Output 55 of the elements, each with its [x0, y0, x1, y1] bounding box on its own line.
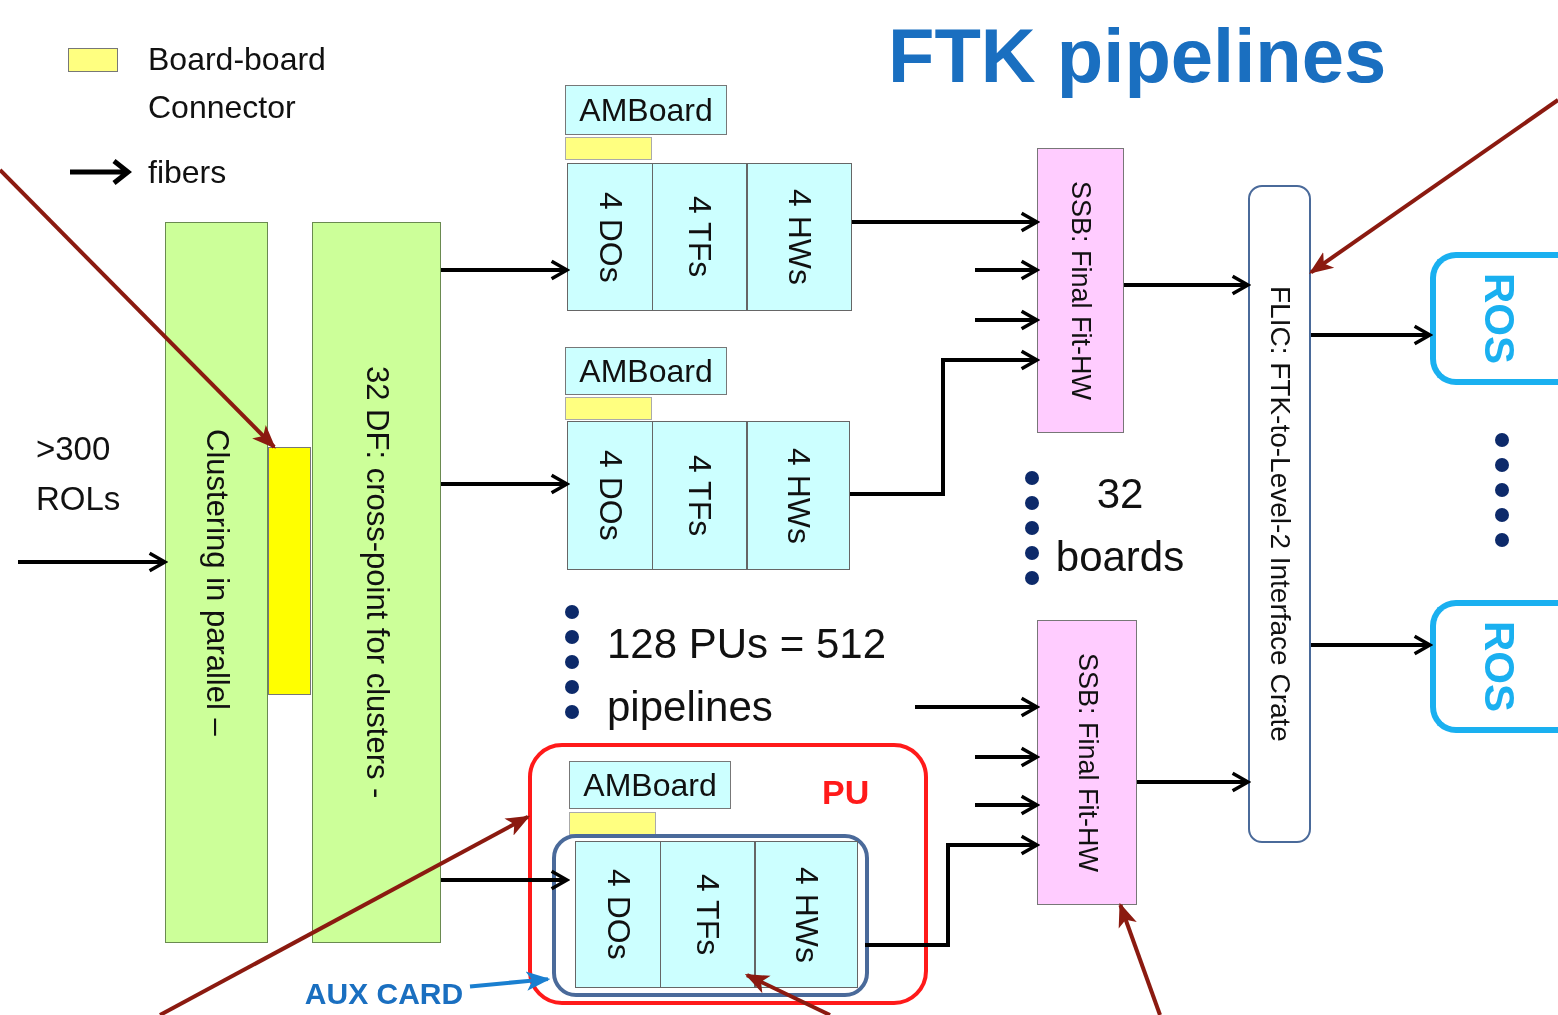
ros-box: ROS — [1430, 252, 1558, 385]
arrow — [441, 473, 569, 495]
module-cell: 4 TFs — [660, 841, 755, 988]
module-cell: 4 TFs — [652, 421, 747, 570]
board-label-box: AMBoard — [569, 761, 731, 809]
arrow — [865, 834, 1039, 947]
leader-arrow — [0, 168, 276, 449]
arrow — [441, 869, 569, 891]
module-cell: 4 TFs — [652, 163, 747, 311]
module-cell: 4 HWs — [755, 841, 858, 988]
module-cell: 4 DOs — [567, 163, 653, 311]
arrow — [1137, 771, 1250, 793]
callout-text: AUX CARD — [298, 975, 470, 1013]
ros-box: ROS — [1430, 600, 1558, 733]
arrow — [915, 696, 1039, 718]
legend-text: fibers — [148, 153, 228, 192]
aux-card-frame — [552, 834, 869, 997]
arrow — [441, 259, 569, 281]
arrow — [975, 746, 1039, 768]
arrow — [975, 259, 1039, 281]
connector-bar — [569, 812, 656, 835]
module-cell: 4 HWs — [747, 163, 852, 311]
processing-board: Clustering in parallel – — [165, 222, 268, 943]
annotation-text: 128 PUs = 512 pipelines — [607, 619, 888, 732]
ssb-board: SSB: Final Fit-HW — [1037, 148, 1124, 433]
connector-bar — [565, 137, 652, 160]
legend-text: Board-board Connector — [148, 40, 327, 127]
module-cell: 4 HWs — [747, 421, 850, 570]
annotation-text: >300 ROLs — [36, 429, 122, 519]
connector-bar — [268, 447, 311, 695]
ssb-board: SSB: Final Fit-HW — [1037, 620, 1137, 905]
arrow — [852, 211, 1039, 233]
module-cell: 4 DOs — [575, 841, 661, 988]
leader-arrow — [1118, 902, 1162, 1015]
frame-label: PU — [822, 773, 870, 812]
annotation-text: 32 boards — [1054, 469, 1186, 582]
processing-board: 32 DF: cross-point for clusters - — [312, 222, 441, 943]
crate-box: FLIC: FTK-to-Level-2 Interface Crate — [1248, 185, 1311, 843]
leader-arrow — [744, 973, 831, 1015]
arrow — [975, 794, 1039, 816]
leader-arrow — [1309, 98, 1558, 274]
board-label-box: AMBoard — [565, 85, 727, 135]
module-cell: 4 DOs — [567, 421, 653, 570]
connector-bar — [565, 397, 652, 420]
arrow — [975, 309, 1039, 331]
arrow — [1311, 634, 1432, 656]
leader-arrow — [159, 815, 531, 1015]
arrow — [1311, 324, 1432, 346]
pu-frame — [528, 743, 928, 1005]
arrow — [469, 971, 551, 991]
arrow — [1124, 274, 1250, 296]
arrow — [18, 551, 167, 573]
arrow — [850, 349, 1039, 496]
title: FTK pipelines — [888, 12, 1387, 99]
board-label-box: AMBoard — [565, 347, 727, 395]
